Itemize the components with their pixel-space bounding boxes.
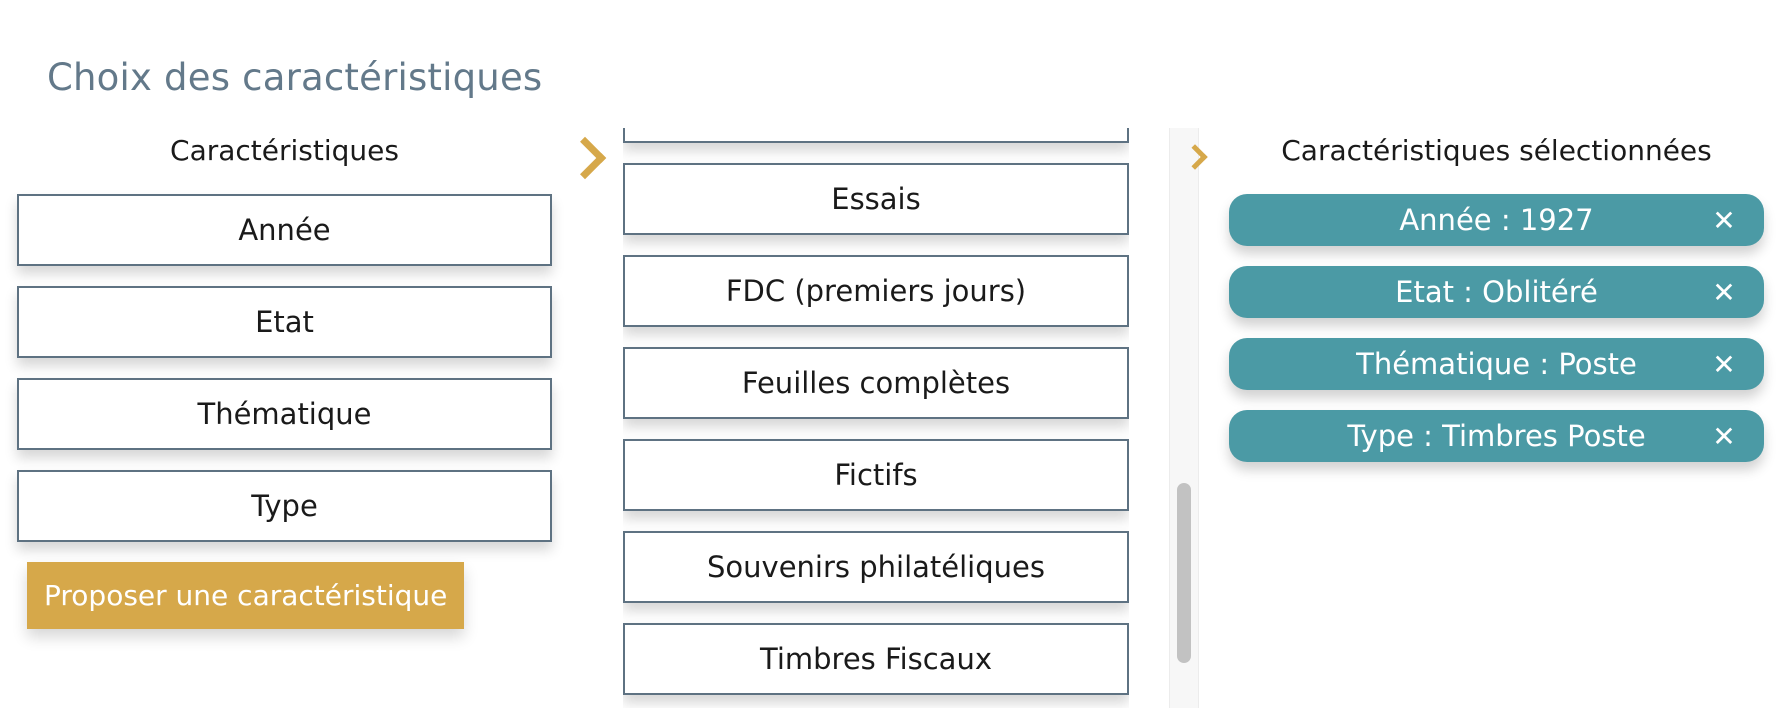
characteristic-option-annee[interactable]: Année bbox=[17, 194, 552, 266]
values-list: Essais FDC (premiers jours) Feuilles com… bbox=[623, 128, 1129, 708]
values-scrollbar-thumb[interactable] bbox=[1177, 483, 1191, 663]
value-option-fictifs[interactable]: Fictifs bbox=[623, 439, 1129, 511]
selected-chip-thematique: Thématique : Poste ✕ bbox=[1229, 338, 1764, 390]
value-option-label: Souvenirs philatéliques bbox=[707, 550, 1045, 584]
propose-characteristic-button[interactable]: Proposer une caractéristique bbox=[27, 562, 465, 629]
characteristics-column: Caractéristiques Année Etat Thématique T… bbox=[17, 128, 552, 629]
characteristic-option-label: Thématique bbox=[197, 397, 372, 431]
selected-chip-label: Etat : Oblitéré bbox=[1395, 275, 1598, 309]
chevron-right-icon bbox=[563, 136, 607, 180]
values-list-inner: Essais FDC (premiers jours) Feuilles com… bbox=[623, 128, 1129, 708]
selected-chip-label: Année : 1927 bbox=[1399, 203, 1594, 237]
close-icon[interactable]: ✕ bbox=[1712, 275, 1736, 309]
value-option-feuilles-completes[interactable]: Feuilles complètes bbox=[623, 347, 1129, 419]
selected-chip-etat: Etat : Oblitéré ✕ bbox=[1229, 266, 1764, 318]
characteristic-option-etat[interactable]: Etat bbox=[17, 286, 552, 358]
value-option-timbres-fiscaux[interactable]: Timbres Fiscaux bbox=[623, 623, 1129, 695]
selected-chip-annee: Année : 1927 ✕ bbox=[1229, 194, 1764, 246]
selected-chip-label: Type : Timbres Poste bbox=[1347, 419, 1646, 453]
value-option-label: FDC (premiers jours) bbox=[725, 274, 1027, 308]
page-title: Choix des caractéristiques bbox=[47, 56, 543, 99]
characteristic-option-label: Année bbox=[238, 213, 331, 247]
value-option-label: Timbres Fiscaux bbox=[760, 642, 992, 676]
selected-chip-type: Type : Timbres Poste ✕ bbox=[1229, 410, 1764, 462]
value-option-label: Feuilles complètes bbox=[741, 366, 1011, 400]
characteristic-option-label: Type bbox=[251, 489, 318, 523]
value-option-essais[interactable]: Essais bbox=[623, 163, 1129, 235]
characteristic-option-type[interactable]: Type bbox=[17, 470, 552, 542]
selected-characteristics-heading: Caractéristiques sélectionnées bbox=[1281, 134, 1712, 167]
characteristic-option-thematique[interactable]: Thématique bbox=[17, 378, 552, 450]
characteristic-option-label: Etat bbox=[255, 305, 314, 339]
close-icon[interactable]: ✕ bbox=[1712, 347, 1736, 381]
close-icon[interactable]: ✕ bbox=[1712, 203, 1736, 237]
value-option-fdc[interactable]: FDC (premiers jours) bbox=[623, 255, 1129, 327]
characteristics-heading: Caractéristiques bbox=[170, 134, 399, 167]
selected-characteristics-column: Caractéristiques sélectionnées Année : 1… bbox=[1229, 128, 1764, 482]
selected-chip-label: Thématique : Poste bbox=[1356, 347, 1637, 381]
value-option-label: Essais bbox=[831, 182, 921, 216]
value-option-souvenirs[interactable]: Souvenirs philatéliques bbox=[623, 531, 1129, 603]
values-scrollbar[interactable] bbox=[1169, 128, 1199, 708]
value-option[interactable] bbox=[623, 128, 1129, 143]
close-icon[interactable]: ✕ bbox=[1712, 419, 1736, 453]
value-option-label: Fictifs bbox=[834, 458, 918, 492]
